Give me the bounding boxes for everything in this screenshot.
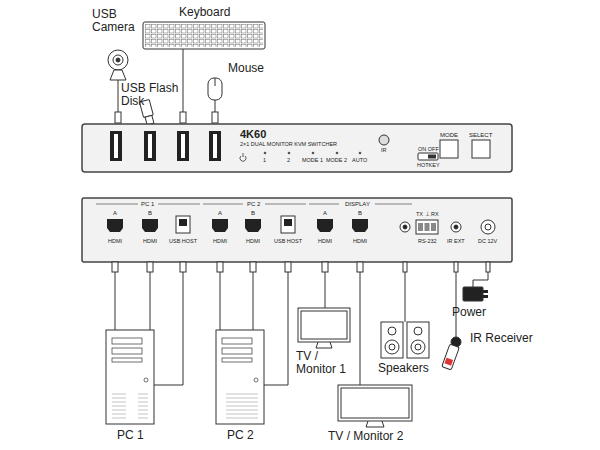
device-label: Speakers	[378, 362, 429, 375]
device-label: Keyboard	[179, 6, 230, 19]
port-label: 1	[263, 157, 266, 163]
port-label: MODE	[440, 132, 458, 139]
port-label: DISPLAY	[345, 201, 370, 208]
port-label: HDMI	[143, 238, 157, 244]
device-label: TV / Monitor 1	[296, 350, 354, 376]
switcher-front-panel: 4K602×1 DUAL MONITOR KVM SWITCHER	[82, 124, 512, 172]
port-label: ON OFF	[418, 146, 439, 152]
port-label: 2	[287, 157, 290, 163]
port-label: A	[218, 210, 222, 217]
port-label: MODE 2	[326, 157, 347, 163]
port-label: IR	[381, 147, 387, 153]
device-label: TV / Monitor 2	[328, 430, 403, 443]
device-label: USB Camera	[92, 8, 142, 34]
port-label: HDMI	[246, 238, 260, 244]
device-label: PC 2	[227, 429, 254, 442]
port-label: RS-232	[418, 238, 437, 244]
port-label: PC 1	[141, 201, 154, 208]
port-label: USB HOST	[274, 238, 302, 244]
port-label: A	[323, 210, 327, 217]
port-label: MODE 1	[302, 157, 323, 163]
port-label: A	[113, 210, 117, 217]
port-label: B	[148, 210, 152, 217]
device-label: Mouse	[228, 62, 264, 75]
port-label: IR EXT	[447, 238, 465, 244]
port-label: HDMI	[108, 238, 122, 244]
port-label: SELECT	[469, 132, 492, 139]
device-label: PC 1	[117, 429, 144, 442]
port-label: HDMI	[213, 238, 227, 244]
port-label: USB HOST	[169, 238, 197, 244]
device-label: USB Flash Disk	[121, 82, 181, 108]
product-subtitle: 2×1 DUAL MONITOR KVM SWITCHER	[240, 141, 512, 147]
device-label: IR Receiver	[470, 332, 533, 345]
port-label: PC 2	[247, 201, 260, 208]
device-label: Power	[452, 306, 486, 319]
port-label: DC 12V	[478, 238, 497, 244]
port-label: HDMI	[353, 238, 367, 244]
port-label: B	[358, 210, 362, 217]
port-label: B	[251, 210, 255, 217]
port-label: AUTO	[352, 157, 367, 163]
port-label: HDMI	[318, 238, 332, 244]
port-label: TX ⊥ RX	[416, 211, 439, 217]
port-label: HOTKEY	[417, 162, 440, 168]
